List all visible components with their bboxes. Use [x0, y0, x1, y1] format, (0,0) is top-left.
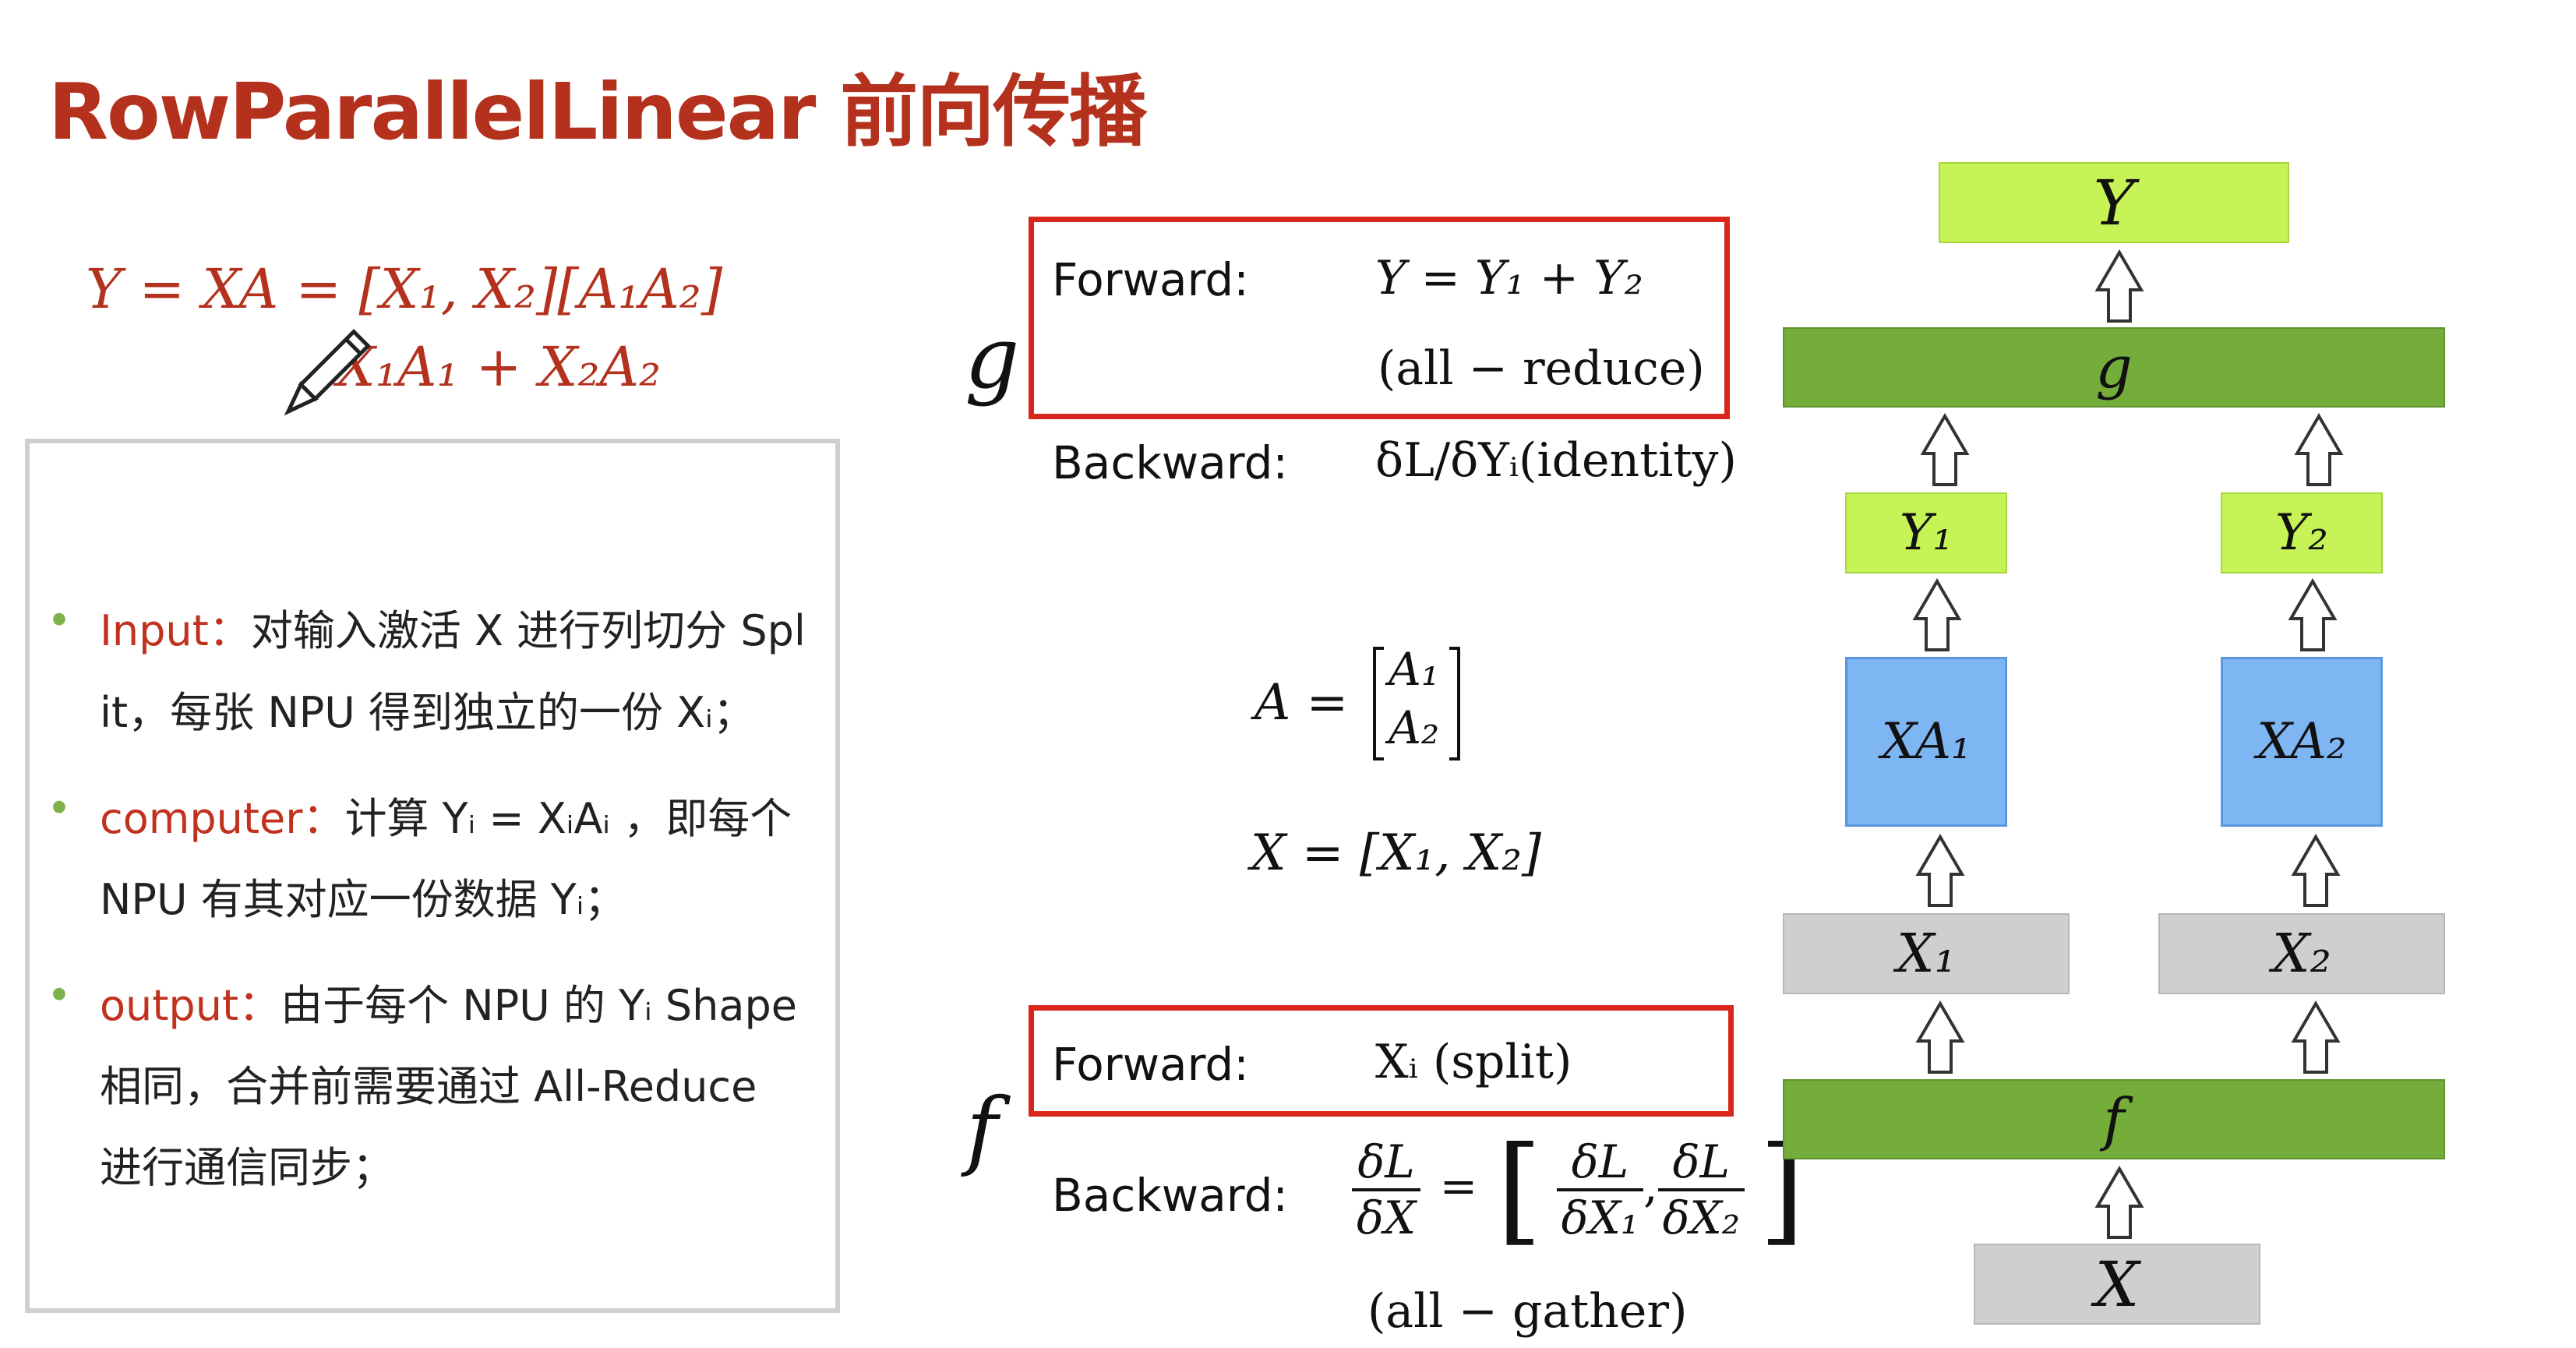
matrix-a-bottom: A₂ [1389, 701, 1440, 754]
page-title: RowParallelLinear 前向传播 [48, 66, 1147, 157]
x2-block: X₂ [2158, 913, 2445, 994]
g-forward-eq: Y = Y₁ + Y₂ [1375, 251, 1643, 305]
up-arrow-icon [1917, 835, 1964, 907]
input-x-block: X [1974, 1244, 2260, 1325]
bullet-dot: • [47, 971, 72, 1020]
up-arrow-icon [2289, 580, 2336, 651]
up-arrow-icon [1914, 580, 1960, 651]
x1-block: X₁ [1783, 913, 2070, 994]
g-backward-label: Backward: [1052, 436, 1288, 489]
f-forward-box [1029, 1005, 1734, 1117]
f-symbol: f [966, 1079, 998, 1179]
xa2-block: XA₂ [2221, 657, 2383, 827]
bullet-input-line2: it，每张 NPU 得到独立的一份 Xᵢ； [100, 688, 755, 737]
xa1-block: XA₁ [1845, 657, 2007, 827]
matrix-brackets [1373, 647, 1460, 760]
up-arrow-icon [1917, 1002, 1964, 1074]
bullet-output-line1: output：由于每个 NPU 的 Yᵢ Shape [100, 981, 797, 1030]
f-forward-label: Forward: [1052, 1038, 1249, 1091]
f-block: f [1783, 1079, 2445, 1159]
output-y-block: Y [1939, 162, 2289, 243]
pencil-icon [284, 329, 371, 416]
equation-line-1: Y = XA = [X₁, X₂][A₁A₂] [86, 257, 723, 321]
description-panel [25, 439, 840, 1313]
equation-line-2: X₁A₁ + X₂A₂ [337, 335, 662, 399]
g-forward-box [1029, 217, 1730, 419]
bullet-computer-line1: computer：计算 Yᵢ = XᵢAᵢ ，即每个 [100, 794, 792, 843]
up-arrow-icon [2292, 1002, 2339, 1074]
y1-block: Y₁ [1845, 492, 2007, 573]
up-arrow-icon [2292, 835, 2339, 907]
matrix-a-lhs: A = [1254, 674, 1349, 732]
matrix-a-top: A₁ [1389, 643, 1440, 696]
up-arrow-icon [1921, 415, 1968, 486]
bullet-output-line2: 相同，合并前需要通过 All-Reduce [100, 1062, 757, 1111]
bullet-input-line1: Input：对输入激活 X 进行列切分 Spl [100, 606, 806, 655]
f-forward-eq: Xᵢ (split) [1375, 1035, 1572, 1089]
g-block: g [1783, 327, 2445, 408]
g-forward-label: Forward: [1052, 253, 1249, 306]
g-backward-eq: δL/δYᵢ(identity) [1375, 433, 1737, 488]
bullet-output-line3: 进行通信同步； [100, 1143, 394, 1192]
up-arrow-icon [2096, 1167, 2143, 1239]
bullet-dot: • [47, 784, 72, 833]
g-forward-note: (all − reduce) [1378, 341, 1705, 396]
y2-block: Y₂ [2221, 492, 2383, 573]
up-arrow-icon [2295, 415, 2342, 486]
up-arrow-icon [2096, 251, 2143, 323]
bullet-computer-line2: NPU 有其对应一份数据 Yᵢ； [100, 875, 626, 924]
f-backward-note: (all − gather) [1367, 1284, 1688, 1339]
g-symbol: g [965, 308, 1020, 408]
f-backward-label: Backward: [1052, 1169, 1288, 1222]
bullet-dot: • [47, 596, 72, 645]
matrix-x-eq: X = [X₁, X₂] [1251, 824, 1541, 882]
